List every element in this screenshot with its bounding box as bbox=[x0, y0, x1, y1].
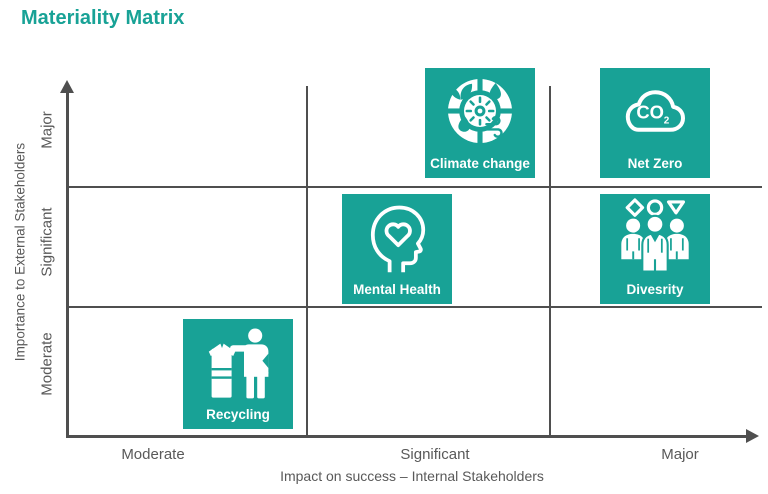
matrix-tile-recycling: Recycling bbox=[183, 319, 293, 429]
x-tick-significant: Significant bbox=[400, 446, 470, 463]
y-axis-arrow-icon bbox=[60, 80, 74, 93]
x-tick-moderate: Moderate bbox=[121, 446, 185, 463]
matrix-tile-net-zero: CO 2 Net Zero bbox=[600, 68, 710, 178]
co2-subscript: 2 bbox=[664, 115, 670, 126]
tile-label: Recycling bbox=[206, 407, 270, 422]
matrix-tile-diversity: Divesrity bbox=[600, 194, 710, 304]
diamond-icon bbox=[625, 198, 645, 217]
grid-line-vertical-2 bbox=[549, 86, 551, 436]
flame-icon bbox=[458, 115, 470, 132]
leaf-icon bbox=[450, 87, 461, 100]
cloud-outline-icon bbox=[625, 90, 685, 132]
x-axis-arrow-icon bbox=[746, 429, 759, 443]
leg-gap bbox=[653, 259, 657, 272]
tile-label: Divesrity bbox=[626, 282, 684, 297]
shape-row-icons bbox=[625, 198, 686, 217]
y-axis-title: Importance to External Stakeholders bbox=[12, 142, 28, 362]
page-title: Materiality Matrix bbox=[21, 7, 185, 29]
matrix-tile-mental-health: Mental Health bbox=[342, 194, 452, 304]
y-axis-line bbox=[66, 90, 69, 437]
heart-outline-icon bbox=[384, 222, 412, 248]
tile-label: Climate change bbox=[430, 156, 530, 171]
head-heart-icon bbox=[370, 205, 426, 273]
collar-notch bbox=[650, 233, 660, 243]
circle-icon bbox=[646, 199, 664, 216]
diversity-people-icon bbox=[621, 198, 689, 273]
arm-gap bbox=[660, 238, 663, 253]
arm-gap bbox=[647, 238, 650, 253]
droplet-icon bbox=[489, 83, 501, 100]
y-tick-moderate: Moderate bbox=[38, 332, 56, 396]
co2-text: CO bbox=[636, 102, 664, 123]
person-icon bbox=[230, 328, 269, 399]
tile-label: Mental Health bbox=[353, 282, 441, 297]
x-axis-line bbox=[66, 435, 749, 438]
grid-line-vertical-1 bbox=[306, 86, 308, 436]
leaf-icon bbox=[460, 83, 473, 100]
grid-line-horizontal-1 bbox=[68, 186, 762, 188]
person-left-icon bbox=[621, 218, 645, 260]
tile-label: Net Zero bbox=[627, 156, 683, 171]
x-axis-title: Impact on success – Internal Stakeholder… bbox=[280, 468, 544, 484]
head-profile-outline-icon bbox=[370, 205, 426, 273]
co2-cloud-icon: CO 2 bbox=[625, 90, 685, 132]
y-tick-major: Major bbox=[38, 111, 56, 149]
sun-rays-icon bbox=[465, 96, 495, 126]
x-tick-major: Major bbox=[661, 446, 699, 463]
wind-icon bbox=[485, 116, 503, 138]
grid-line-horizontal-2 bbox=[68, 306, 762, 308]
y-tick-significant: Significant bbox=[38, 207, 56, 277]
climate-change-icon bbox=[445, 76, 515, 146]
stack-icon bbox=[208, 343, 236, 398]
matrix-tile-climate-change: Climate change bbox=[425, 68, 535, 178]
recycling-stack-icon bbox=[208, 328, 269, 399]
person-right-icon bbox=[665, 218, 689, 260]
triangle-icon bbox=[666, 200, 686, 215]
